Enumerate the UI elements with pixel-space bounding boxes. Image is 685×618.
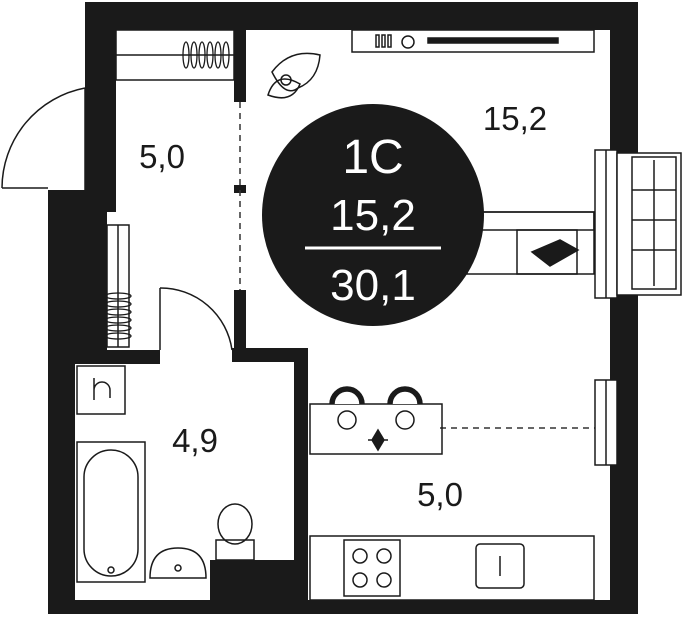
partition-low (234, 290, 246, 350)
living-area-value: 15,2 (330, 191, 416, 240)
bathroom-furniture (76, 365, 255, 583)
burner-icon (352, 572, 368, 588)
lamp-icon (401, 35, 415, 49)
wardrobe-wall (75, 212, 107, 352)
zone-lines (239, 102, 598, 429)
hanger-icon (182, 41, 230, 69)
kitchen-sink (475, 543, 525, 589)
bathroom-top-wall (75, 350, 160, 364)
hall-furniture (104, 29, 235, 348)
doors (1, 87, 233, 351)
stove (343, 539, 401, 597)
bathtub (76, 441, 146, 583)
badge-circle (262, 104, 484, 326)
bathroom-top-wall-right (232, 348, 308, 362)
dining-table (309, 403, 443, 455)
washbasin (149, 547, 207, 579)
outer-wall (48, 2, 638, 614)
kitchen-counter (309, 535, 595, 601)
sofa (466, 211, 595, 275)
kitchen-furniture (309, 386, 595, 601)
tv-icon (427, 37, 559, 44)
bathroom-right-wall (294, 348, 308, 580)
book-icon (530, 239, 580, 267)
windows (594, 149, 682, 466)
entrance-door-swing (1, 87, 86, 189)
plant-icon (267, 52, 321, 99)
burner-icon (352, 548, 368, 564)
area-badge: 1С 15,2 30,1 (262, 104, 484, 326)
bathroom-door-swing (159, 287, 233, 351)
total-area-value: 30,1 (330, 261, 416, 310)
living-area-label: 15,2 (483, 100, 547, 137)
apartment-type: 1С (342, 131, 403, 184)
bathroom-area-label: 4,9 (172, 422, 218, 459)
walls (48, 2, 638, 614)
flower-icon (368, 428, 388, 452)
hanger-icon (104, 292, 132, 340)
partition-top (234, 30, 246, 102)
kitchen-area-label: 5,0 (417, 476, 463, 513)
toilet (215, 539, 255, 561)
room-labels: 5,0 15,2 4,9 5,0 (139, 100, 547, 513)
tv-stand (351, 29, 595, 53)
burner-icon (376, 548, 392, 564)
burner-icon (376, 572, 392, 588)
partition-mid (234, 185, 246, 193)
hall-area-label: 5,0 (139, 138, 185, 175)
bathroom-bottom-wall (210, 560, 308, 600)
washing-machine (76, 365, 126, 415)
